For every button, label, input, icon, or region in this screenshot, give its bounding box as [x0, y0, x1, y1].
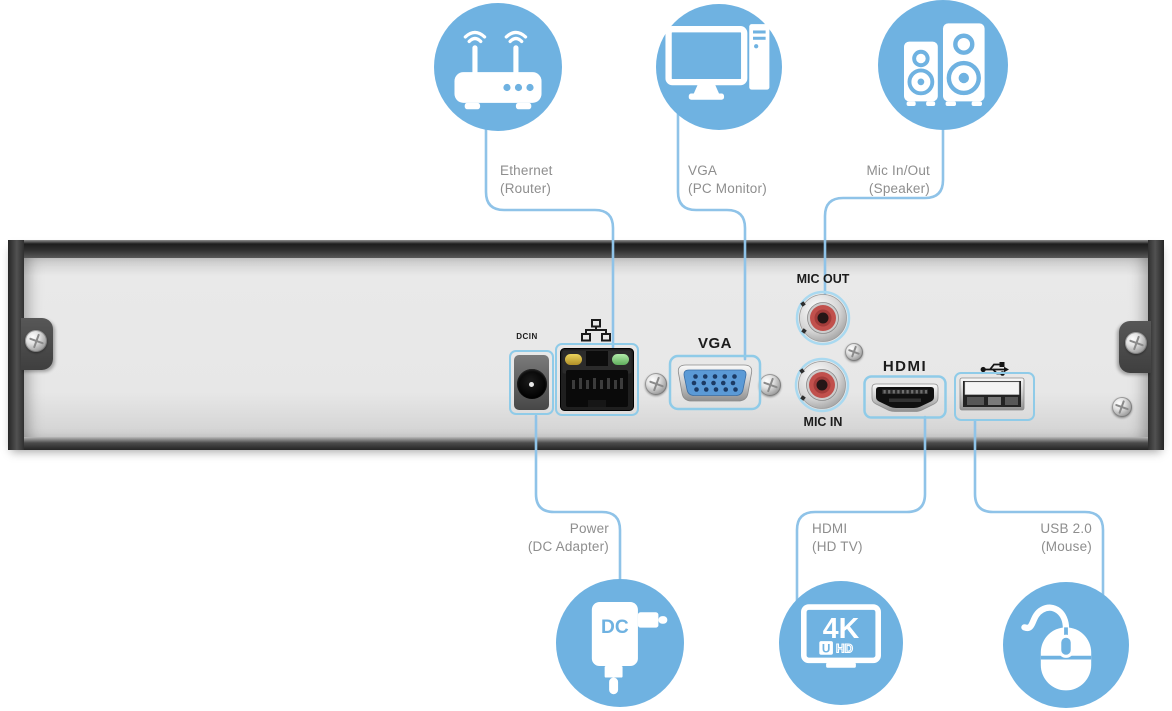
- mic-out-jack: [795, 290, 851, 346]
- power-callout-line: [534, 414, 622, 645]
- ethernet-callout-bubble: [434, 3, 562, 131]
- mic-callout-line: [823, 63, 945, 296]
- dcin-port-label: DCIN: [516, 332, 538, 341]
- usb-callout-bubble: [1003, 582, 1129, 708]
- network-lan-icon: [581, 319, 611, 342]
- hdmi-port-label: HDMI: [882, 358, 928, 375]
- ethernet-callout-line: [484, 65, 615, 349]
- hdmi-label: HDMI (HD TV): [812, 520, 863, 555]
- vga-callout-line: [676, 65, 747, 361]
- ethernet-label: Ethernet (Router): [500, 162, 553, 197]
- mic-out-label: MIC OUT: [796, 272, 850, 286]
- screw: [845, 343, 863, 361]
- ethernet-label-line2: (Router): [500, 180, 552, 196]
- ethernet-led-green: [612, 354, 629, 365]
- vga-label-line1: VGA: [688, 163, 718, 178]
- mic-callout-bubble: [878, 0, 1008, 130]
- left-mount-bracket: [8, 240, 24, 450]
- power-label-line1: Power: [569, 521, 609, 536]
- mic-label-line1: Mic In/Out: [866, 163, 930, 178]
- mouse-icon: [1021, 604, 1092, 691]
- rj45-jack: [560, 348, 634, 411]
- screw: [645, 373, 667, 395]
- power-callout-bubble: DC: [556, 579, 684, 707]
- usb-a-connector: [959, 377, 1025, 411]
- usb-port: [954, 372, 1035, 421]
- ethernet-label-line1: Ethernet: [500, 163, 553, 178]
- power-label-line2: (DC Adapter): [527, 538, 609, 554]
- ethernet-led-yellow: [565, 354, 582, 365]
- router-icon: [454, 30, 542, 110]
- vga-pin-holes: [691, 374, 738, 392]
- usb-callout-line: [973, 419, 1105, 647]
- mic-label-line2: (Speaker): [868, 180, 930, 196]
- vga-label: VGA (PC Monitor): [688, 162, 767, 197]
- usb-label-line1: USB 2.0: [1040, 521, 1092, 536]
- usb-label-line2: (Mouse): [1041, 538, 1092, 554]
- ethernet-port: [555, 343, 639, 416]
- panel-bottom-edge: [8, 437, 1164, 450]
- dc-jack-hole: [516, 369, 547, 399]
- mic-label: Mic In/Out (Speaker): [830, 162, 930, 197]
- panel-top-edge: [8, 240, 1164, 258]
- pc-monitor-icon: [665, 24, 770, 100]
- vga-port: [668, 354, 762, 411]
- vga-port-label: VGA: [697, 335, 732, 352]
- screw: [25, 330, 47, 352]
- hdmi-label-line2: (HD TV): [812, 538, 863, 554]
- device-rear-panel: [8, 240, 1164, 450]
- mic-in-jack: [794, 357, 850, 413]
- tv-hd-text: HD: [836, 642, 853, 655]
- vga-label-line2: (PC Monitor): [688, 180, 767, 196]
- hdmi-callout-line: [795, 415, 927, 645]
- speakers-icon: [904, 23, 985, 106]
- dc-barrel-jack: [514, 355, 549, 410]
- mic-in-label: MIC IN: [803, 415, 843, 429]
- dc-text: DC: [601, 617, 629, 638]
- power-label: Power (DC Adapter): [479, 520, 609, 555]
- 4k-uhd-tv-icon: 4K U HD: [801, 604, 881, 668]
- hdmi-label-line1: HDMI: [812, 521, 848, 536]
- screw: [1112, 397, 1132, 417]
- dc-adapter-icon: DC: [591, 602, 668, 695]
- vga-callout-bubble: [656, 4, 782, 130]
- right-mount-bracket: [1148, 240, 1164, 450]
- dc-in-port: [509, 350, 554, 415]
- usb-label: USB 2.0 (Mouse): [962, 520, 1092, 555]
- screw: [1125, 332, 1147, 354]
- screw: [759, 374, 781, 396]
- tv-4k-text: 4K: [823, 613, 860, 645]
- hdmi-port: [863, 375, 947, 419]
- hdmi-callout-bubble: 4K U HD: [779, 581, 903, 705]
- tv-u-text: U: [822, 642, 831, 655]
